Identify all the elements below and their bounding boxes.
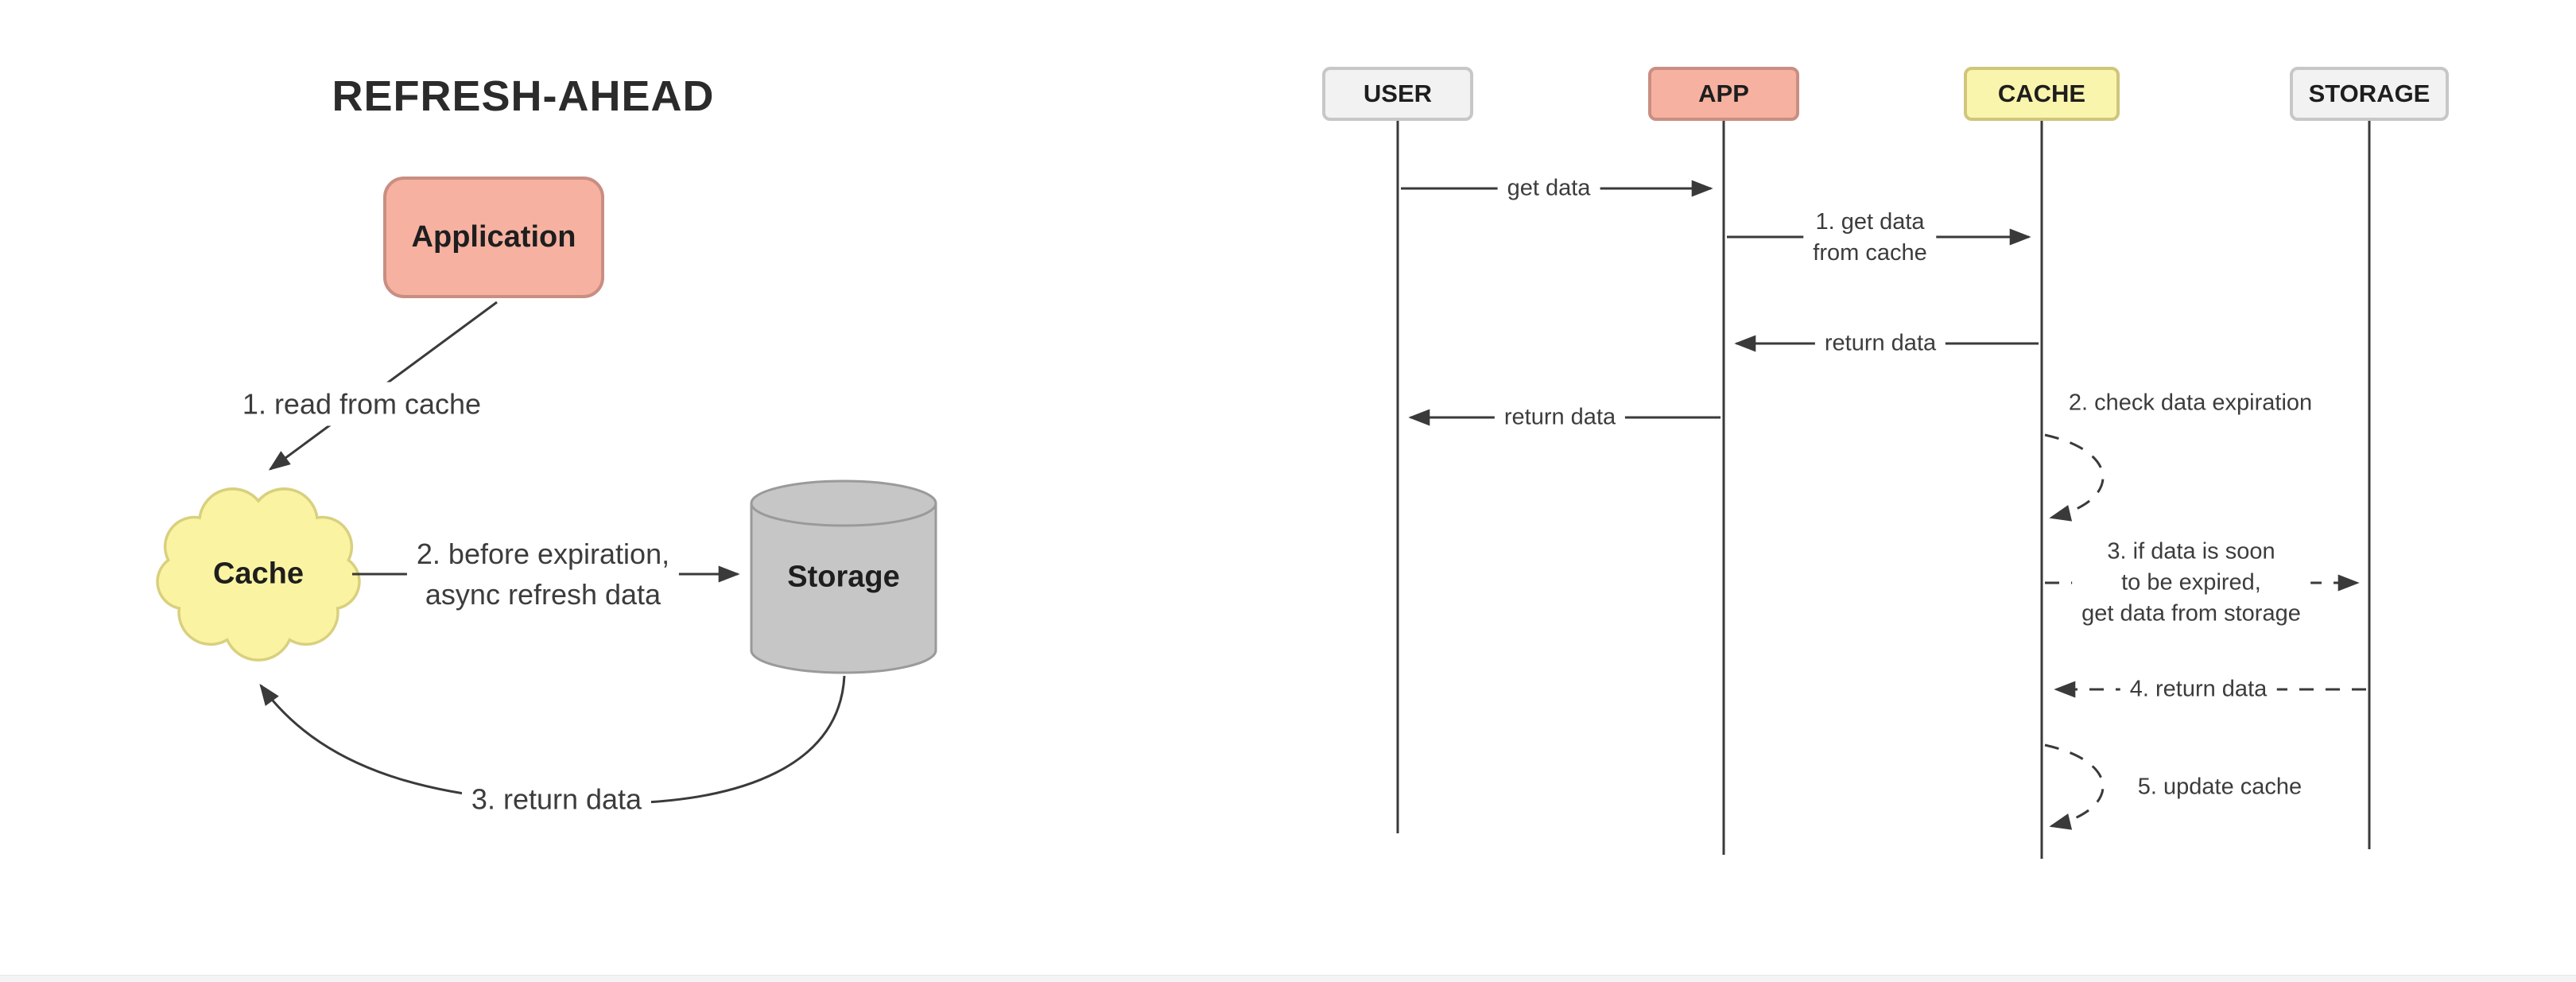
msg-update-cache-label: 5. update cache <box>2137 774 2302 800</box>
actor-cache-label: CACHE <box>1997 80 2086 107</box>
flow-node-storage-label: Storage <box>787 560 900 594</box>
msg-update-cache-self-loop <box>2044 743 2105 830</box>
msg-check-expiration-self-loop <box>2044 433 2105 522</box>
flow-cache-cloud <box>156 487 361 662</box>
actor-user: USER <box>1322 67 1473 121</box>
flow-node-cache-label: Cache <box>212 557 305 591</box>
diagram-title: REFRESH-AHEAD <box>332 72 715 120</box>
msg-check-expiration-label: 2. check data expiration <box>2068 390 2313 416</box>
msg-return-data-storage-to-cache-label: 4. return data <box>2120 672 2277 707</box>
actor-app: APP <box>1648 67 1799 121</box>
flow-edge-label-async-refresh: 2. before expiration, async refresh data <box>406 532 680 616</box>
flow-edge-label-read-from-cache: 1. read from cache <box>232 382 491 426</box>
actor-storage: STORAGE <box>2290 67 2449 121</box>
actor-storage-label: STORAGE <box>2308 80 2431 107</box>
flow-storage-cylinder <box>750 479 937 674</box>
bottom-edge-strip <box>0 975 2576 982</box>
msg-get-data-from-cache-label: 1. get data from cache <box>1803 205 1937 270</box>
actor-app-label: APP <box>1698 80 1749 107</box>
flow-edge-label-return-data: 3. return data <box>461 777 652 821</box>
msg-get-data-label: get data <box>1497 171 1600 206</box>
flow-node-application: Application <box>383 177 604 298</box>
msg-get-from-storage-label: 3. if data is soon to be expired, get da… <box>2072 534 2310 631</box>
actor-cache: CACHE <box>1964 67 2120 121</box>
msg-return-data-app-to-user-label: return data <box>1494 400 1626 435</box>
msg-return-data-cache-to-app-label: return data <box>1814 326 1946 361</box>
actor-user-label: USER <box>1363 80 1433 107</box>
flow-node-application-label: Application <box>411 220 576 254</box>
